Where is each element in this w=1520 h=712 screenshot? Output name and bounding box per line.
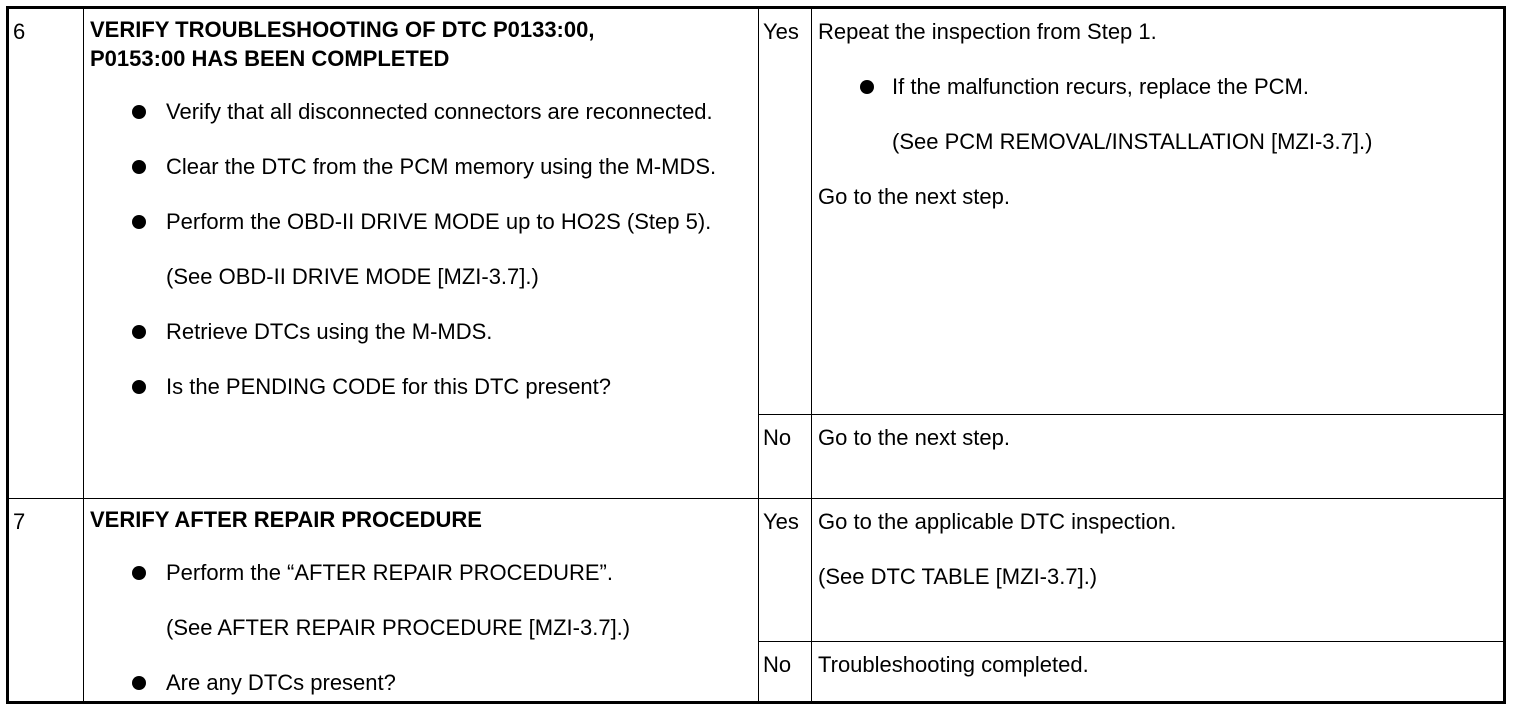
bullet-dot-icon: [132, 160, 146, 174]
procedure-bullet-list: Perform the “AFTER REPAIR PROCEDURE”. (S…: [90, 558, 750, 698]
bullet-dot-icon: [132, 325, 146, 339]
no-action: Troubleshooting completed.: [811, 641, 1505, 703]
bullet-dot-icon: [132, 215, 146, 229]
yes-action: Repeat the inspection from Step 1. If th…: [811, 7, 1505, 415]
step-heading: VERIFY AFTER REPAIR PROCEDURE: [90, 507, 482, 532]
procedure-item: Retrieve DTCs using the M-MDS.: [90, 317, 750, 347]
step-heading: VERIFY TROUBLESHOOTING OF DTC P0133:00, …: [90, 15, 750, 73]
procedure-item-text: Clear the DTC from the PCM memory using …: [166, 154, 717, 179]
reference-note: (See PCM REMOVAL/INSTALLATION [MZI-3.7].…: [892, 129, 1373, 154]
step-7-yes-row: 7 VERIFY AFTER REPAIR PROCEDURE Perform …: [7, 498, 1505, 703]
action-text: Repeat the inspection from Step 1.: [818, 19, 1157, 44]
step-6-no-row: No Go to the next step.: [8, 414, 1505, 499]
procedure-bullet-list: Verify that all disconnected connectors …: [90, 97, 750, 402]
yes-action: Go to the applicable DTC inspection. (Se…: [811, 498, 1505, 642]
bullet-dot-icon: [132, 105, 146, 119]
procedure-item: Verify that all disconnected connectors …: [90, 97, 750, 127]
action-bullet-list: If the malfunction recurs, replace the P…: [818, 72, 1495, 157]
step-number: 7: [7, 498, 84, 703]
bullet-dot-icon: [132, 566, 146, 580]
bullet-dot-icon: [132, 380, 146, 394]
action-text: Go to the next step.: [818, 425, 1011, 450]
reference-note: (See AFTER REPAIR PROCEDURE [MZI-3.7].): [166, 615, 631, 640]
procedure-item-text: Are any DTCs present?: [166, 670, 396, 695]
procedure-item: Clear the DTC from the PCM memory using …: [90, 152, 750, 182]
bullet-dot-icon: [132, 676, 146, 690]
answer-no-label: No: [758, 641, 812, 703]
answer-yes-label: Yes: [758, 7, 812, 415]
step-number: 6: [7, 7, 84, 499]
procedure-item-text: Retrieve DTCs using the M-MDS.: [166, 319, 493, 344]
action-item: If the malfunction recurs, replace the P…: [818, 72, 1495, 157]
action-text: Go to the applicable DTC inspection.: [818, 509, 1177, 534]
step-6-yes-row: 6 VERIFY TROUBLESHOOTING OF DTC P0133:00…: [7, 7, 1505, 499]
answer-yes-label: Yes: [758, 498, 812, 642]
step-heading-line: VERIFY TROUBLESHOOTING OF DTC P0133:00,: [90, 17, 595, 42]
step-procedure: VERIFY AFTER REPAIR PROCEDURE Perform th…: [83, 498, 759, 703]
step-procedure: VERIFY TROUBLESHOOTING OF DTC P0133:00, …: [83, 7, 759, 499]
action-text: Troubleshooting completed.: [818, 652, 1089, 677]
diagnostic-procedure-table: 6 VERIFY TROUBLESHOOTING OF DTC P0133:00…: [6, 6, 1506, 704]
step-heading-line: P0153:00 HAS BEEN COMPLETED: [90, 46, 450, 71]
procedure-item: Perform the OBD-II DRIVE MODE up to HO2S…: [90, 207, 750, 292]
procedure-item-text: Verify that all disconnected connectors …: [166, 99, 713, 124]
procedure-item: Perform the “AFTER REPAIR PROCEDURE”. (S…: [90, 558, 750, 643]
procedure-item: Are any DTCs present?: [90, 668, 750, 698]
procedure-item-text: Perform the “AFTER REPAIR PROCEDURE”.: [166, 560, 613, 585]
reference-note: (See OBD-II DRIVE MODE [MZI-3.7].): [166, 264, 539, 289]
action-text: Go to the next step.: [818, 184, 1011, 209]
answer-no-label: No: [758, 414, 812, 499]
step-7-no-row: No Troubleshooting completed.: [8, 641, 1505, 703]
procedure-item-text: Is the PENDING CODE for this DTC present…: [166, 374, 612, 399]
procedure-item: Is the PENDING CODE for this DTC present…: [90, 372, 750, 402]
action-text: (See DTC TABLE [MZI-3.7].): [818, 564, 1098, 589]
bullet-dot-icon: [860, 80, 874, 94]
procedure-item-text: Perform the OBD-II DRIVE MODE up to HO2S…: [166, 209, 712, 234]
action-item-text: If the malfunction recurs, replace the P…: [892, 74, 1309, 99]
no-action: Go to the next step.: [811, 414, 1505, 499]
